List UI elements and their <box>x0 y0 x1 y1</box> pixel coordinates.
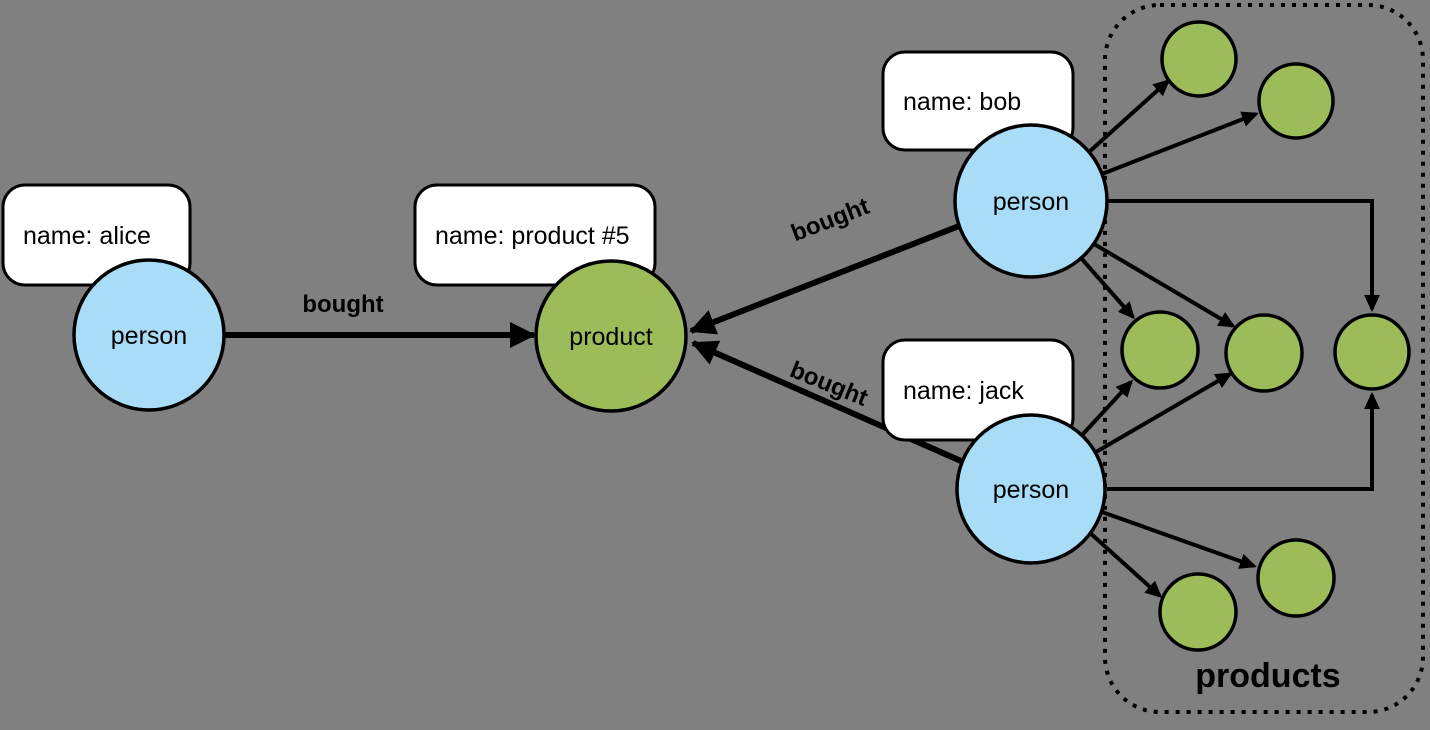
cluster-product-node-2 <box>1257 62 1335 140</box>
bob-person-node <box>953 123 1109 279</box>
product5-property-box <box>413 183 657 287</box>
product5-node-label: product <box>569 323 652 351</box>
jack-node-label: person <box>993 476 1069 504</box>
bob-product-2-edge <box>1101 111 1259 176</box>
jack-person-node <box>955 413 1107 565</box>
jack-product-3-edge <box>1107 392 1380 491</box>
jack-product-2-edge <box>1094 372 1233 454</box>
products-cluster-label: products <box>1195 657 1340 695</box>
jack-product-5-edge <box>1101 510 1257 569</box>
cluster-product-node-7 <box>1256 538 1336 618</box>
cluster-product-node-6 <box>1158 572 1238 652</box>
jack-property-label: name: jack <box>903 377 1024 405</box>
bob-property-label: name: bob <box>903 88 1021 116</box>
alice-node-label: person <box>111 322 187 350</box>
bob-product-3-edge <box>1079 256 1135 320</box>
bob-node-label: person <box>993 188 1069 216</box>
bob-product-4-edge <box>1092 242 1236 328</box>
jack-product-4-edge <box>1087 530 1163 599</box>
jack-product-1-edge <box>1081 379 1134 436</box>
alice-person-node <box>72 258 226 412</box>
cluster-product-node-3 <box>1120 310 1200 390</box>
alice-bought-product-edge-label: bought <box>302 291 383 318</box>
product5-product-node <box>534 259 688 413</box>
bob-product-1-edge <box>1087 78 1171 154</box>
alice-property-label: name: alice <box>23 222 151 250</box>
products-cluster-border <box>1103 3 1425 714</box>
product5-property-label: name: product #5 <box>435 222 630 250</box>
cluster-product-node-5 <box>1333 313 1411 391</box>
cluster-product-node-4 <box>1224 313 1304 393</box>
cluster-product-node-1 <box>1160 20 1238 98</box>
bob-product-5-edge <box>1107 199 1380 312</box>
bob-bought-product-edge <box>689 223 961 335</box>
